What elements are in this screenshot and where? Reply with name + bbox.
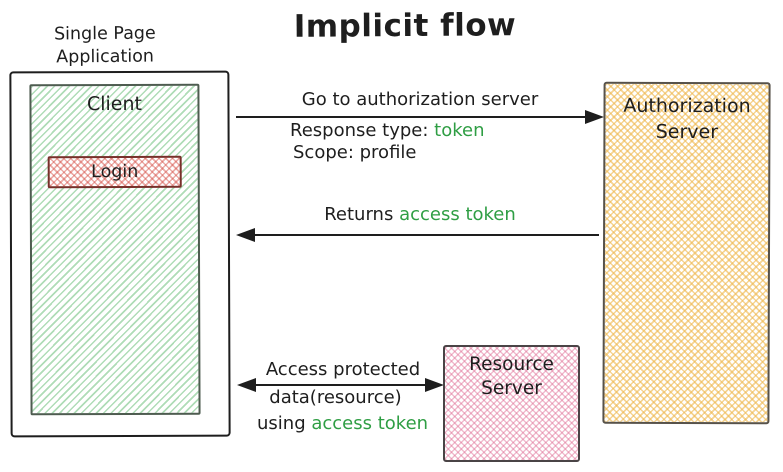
resource-server-label-line2: Server <box>481 378 542 399</box>
client-box: Client Login <box>29 83 201 416</box>
spa-label: Single Page Application <box>20 22 190 69</box>
login-button[interactable]: Login <box>47 155 182 189</box>
arrow-label-using-token: using access token <box>257 413 428 435</box>
arrow-label-go-to-auth: Go to authorization server <box>301 89 539 110</box>
spa-label-line1: Single Page <box>53 23 156 45</box>
arrow-label-data-resource: data(resource) <box>269 387 402 408</box>
spa-label-line2: Application <box>56 46 155 68</box>
access-token-text: access token <box>311 413 429 434</box>
arrow-label-access-protected: Access protected <box>265 359 421 380</box>
arrow-label-scope: Scope: profile <box>293 142 417 163</box>
arrowhead-left-icon <box>236 228 255 242</box>
access-token-text: access token <box>399 204 516 225</box>
diagram-title: Implicit flow <box>293 7 517 45</box>
authorization-server-box: Authorization Server <box>602 81 771 425</box>
resource-server-box: Resource Server <box>443 345 580 462</box>
arrowhead-right-icon <box>585 110 604 124</box>
response-type-text: Response type: <box>290 120 435 141</box>
authorization-server-label-line1: Authorization <box>623 94 751 118</box>
resource-server-label-line1: Resource <box>469 354 554 375</box>
arrow-label-returns-token: Returns access token <box>237 204 603 226</box>
using-text: using <box>257 413 312 434</box>
authorization-server-label-line2: Server <box>655 120 719 144</box>
response-type-token-value: token <box>434 120 485 141</box>
arrow-label-response-type: Response type: token <box>290 120 485 142</box>
returns-text: Returns <box>324 204 400 225</box>
login-button-label: Login <box>91 161 139 183</box>
spa-box: Client Login <box>9 70 231 438</box>
client-label: Client <box>86 92 143 116</box>
